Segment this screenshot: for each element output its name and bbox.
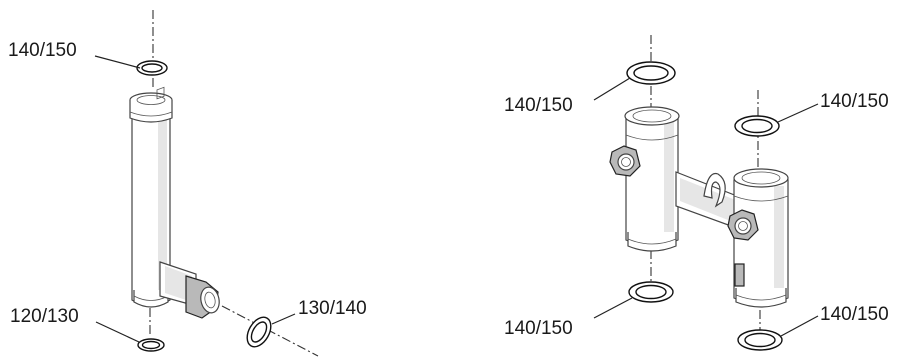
right-lower-left-washer	[628, 281, 674, 303]
label-right-lower-left: 140/150	[504, 318, 573, 339]
label-left-bottom-left: 120/130	[10, 306, 79, 327]
left-side-washer	[246, 316, 272, 348]
left-top-washer	[136, 60, 168, 76]
right-lower-right-washer	[737, 329, 783, 351]
right-clip	[703, 172, 726, 208]
label-right-lower-right: 140/150	[820, 304, 889, 325]
label-left-top: 140/150	[8, 40, 77, 61]
right-upper-left-washer	[626, 61, 676, 85]
left-pipe-assembly: 140/150 120/130 130/140	[8, 10, 367, 357]
right-upper-right-washer	[734, 115, 780, 137]
right-manifold-assembly: 140/150 140/150 140/150 140/150	[504, 35, 889, 351]
label-left-bottom-right: 130/140	[298, 298, 367, 319]
label-right-upper-left: 140/150	[504, 95, 573, 116]
label-right-upper-right: 140/150	[820, 91, 889, 112]
left-bottom-washer	[137, 338, 165, 352]
